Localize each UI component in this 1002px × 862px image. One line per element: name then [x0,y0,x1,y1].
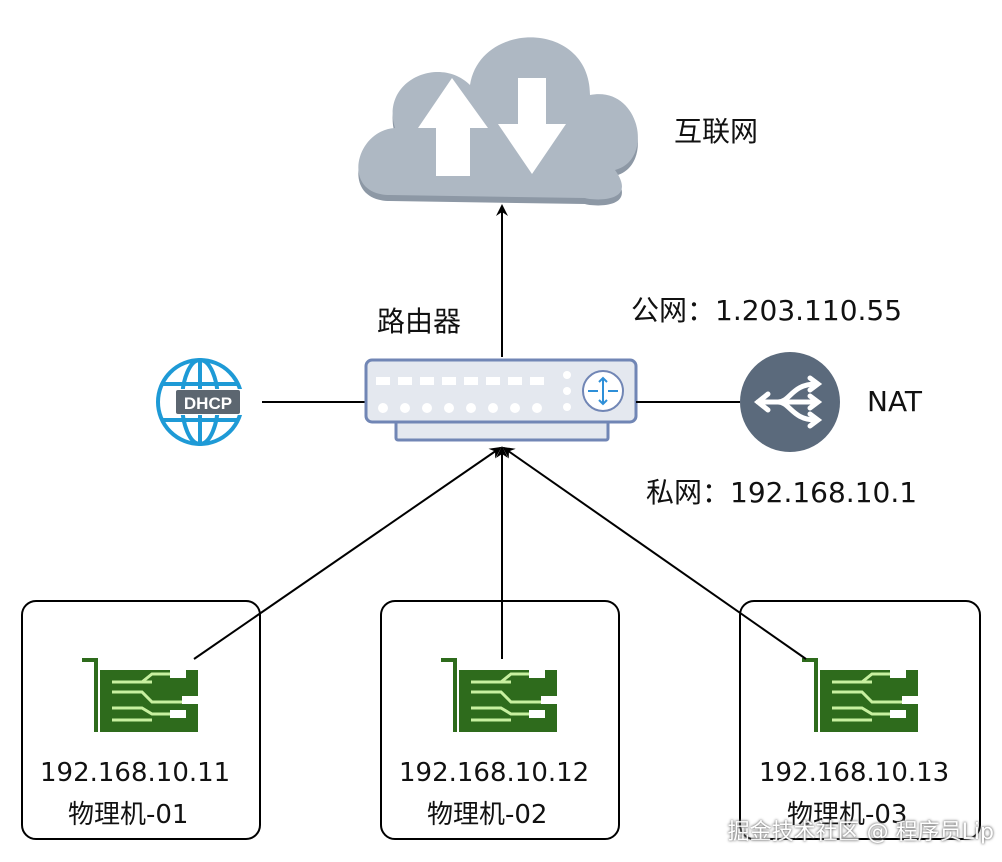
private-ip-label: 私网：192.168.10.1 [646,476,918,509]
cloud-icon [358,37,638,206]
upload-arrow-icon [418,78,488,176]
nat-icon [740,352,840,452]
watermark: 掘金技术社区 @ 程序员Lip [727,820,994,845]
network-card-icon-03 [802,658,918,732]
network-card-icon-01 [82,658,198,732]
internet-label: 互联网 [674,115,759,148]
router-label: 路由器 [377,305,462,338]
router-icon [364,358,638,442]
machine-03-ip: 192.168.10.13 [759,758,950,788]
machine-01-ip: 192.168.10.11 [40,758,231,788]
machine-01-connector [193,446,502,660]
machine-01-name: 物理机-01 [68,800,189,830]
download-arrow-icon [498,78,566,174]
machine-02-ip: 192.168.10.12 [399,758,590,788]
network-card-icon-02 [441,658,557,732]
nat-label: NAT [867,385,923,418]
machine-02-name: 物理机-02 [427,800,548,830]
dhcp-label: DHCP [184,394,232,413]
dhcp-globe-icon [156,358,244,446]
machine-03-name: 物理机-03 [787,800,908,830]
public-ip-label: 公网：1.203.110.55 [631,294,903,327]
machine-03-connector [502,446,807,660]
